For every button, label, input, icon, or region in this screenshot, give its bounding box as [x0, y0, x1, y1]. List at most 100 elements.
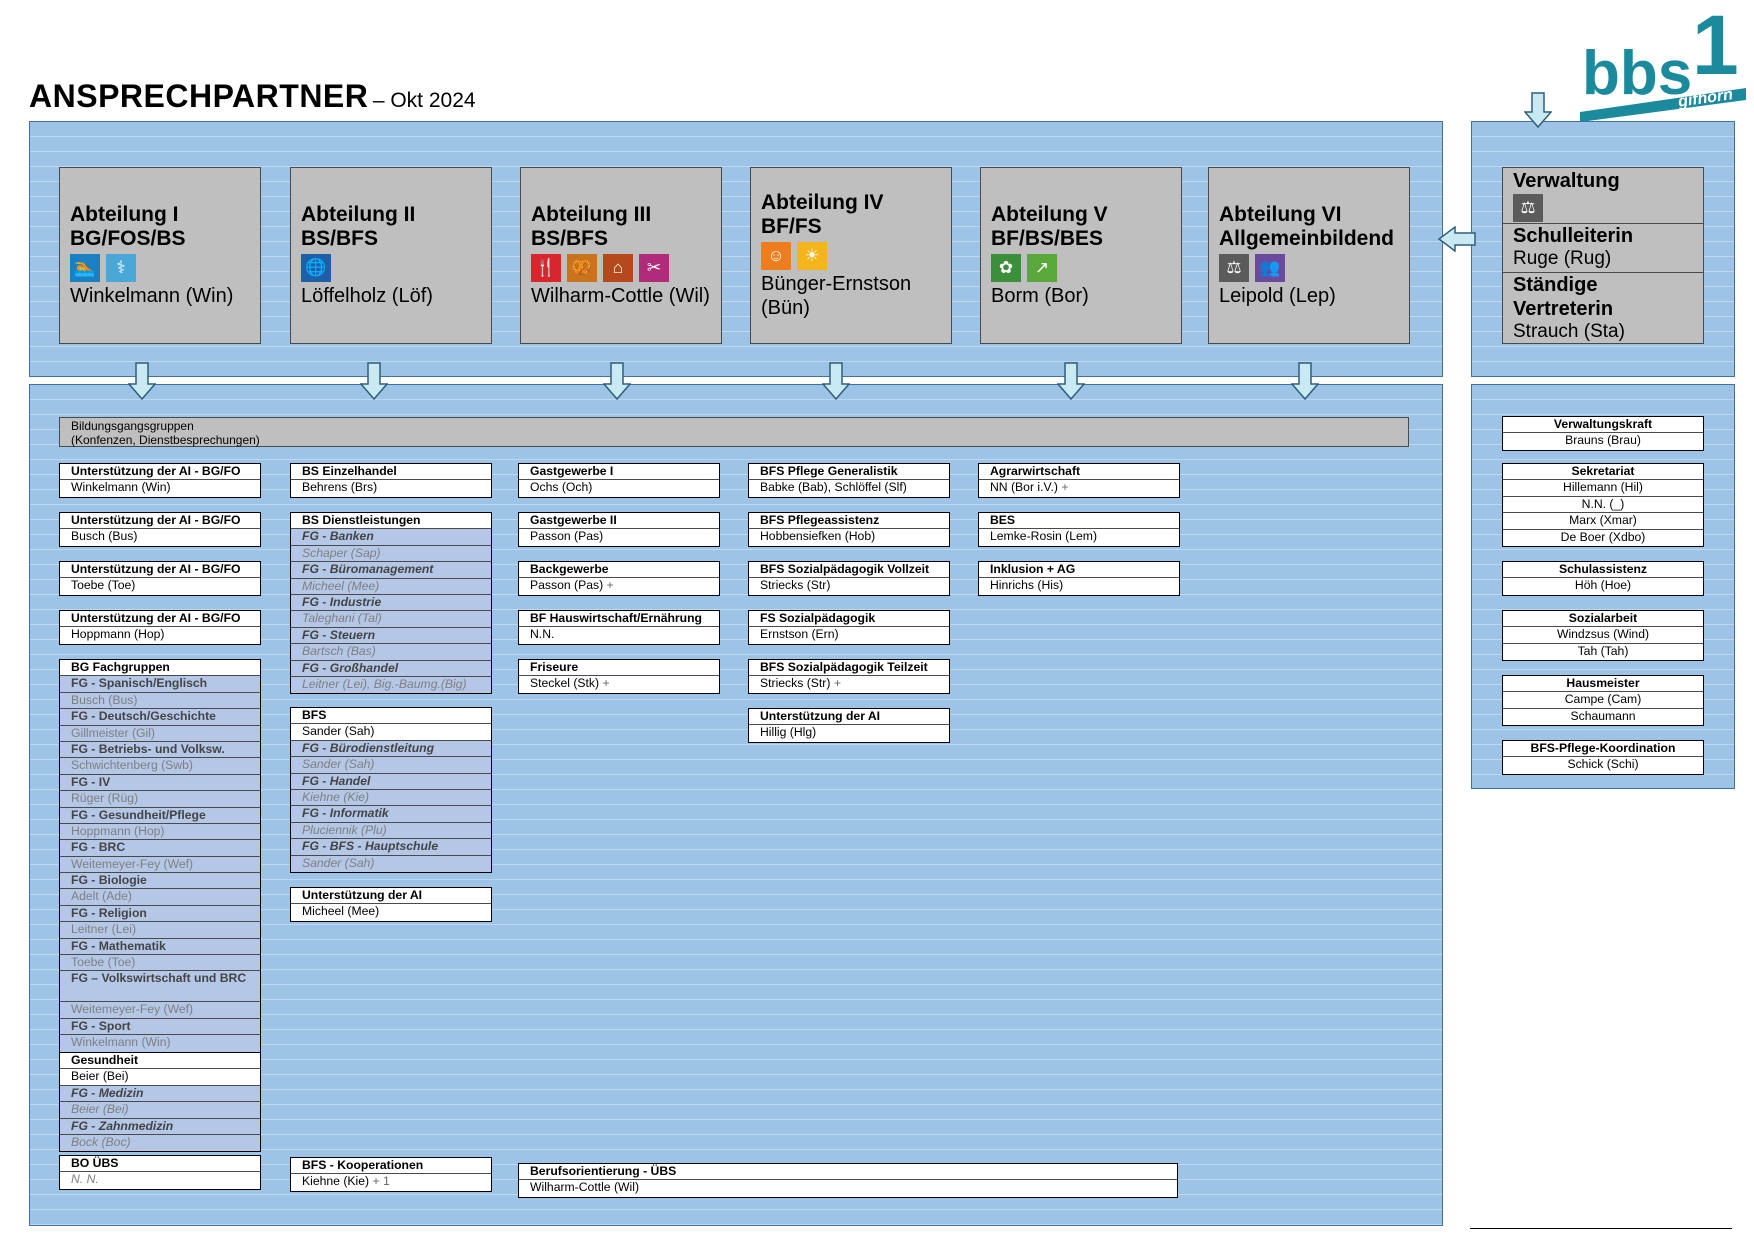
gastgewerbe-2-box[interactable]: Gastgewerbe II Passon (Pas) [518, 512, 720, 547]
logo-text: bbs [1582, 39, 1692, 108]
box-person: Windzsus (Wind) [1503, 627, 1703, 644]
ai-support-box-1[interactable]: Unterstützung der AI - BG/FO Winkelmann … [59, 463, 261, 498]
list-item: Rüger (Rüg) [60, 791, 260, 808]
page-title: ANSPRECHPARTNER – Okt 2024 [29, 78, 476, 115]
list-item: FG - Handel [291, 773, 491, 790]
sozialpaedagogik-teilzeit-box[interactable]: BFS Sozialpädagogik Teilzeit Striecks (S… [748, 659, 950, 694]
box-person: Steckel (Stk) + [519, 676, 719, 693]
schulleiterin-name: Ruge (Rug) [1513, 248, 1612, 269]
box-person: N.N. (_) [1503, 496, 1703, 514]
bgg-sublabel: (Konfenzen, Dienstbesprechungen) [71, 433, 260, 447]
gastgewerbe-1-box[interactable]: Gastgewerbe I Ochs (Och) [518, 463, 720, 498]
box-heading: Backgewerbe [519, 562, 719, 579]
sun-cloud-icon: ☀ [797, 242, 827, 270]
bfs-box[interactable]: BFS Sander (Sah) FG - Bürodienstleitung … [290, 707, 492, 873]
bo-uebs-box[interactable]: BO ÜBS N. N. [59, 1155, 261, 1190]
sozialpaedagogik-vollzeit-box[interactable]: BFS Sozialpädagogik Vollzeit Striecks (S… [748, 561, 950, 596]
box-person: Behrens (Brs) [291, 480, 491, 497]
department-head: Borm (Bor) [991, 285, 1089, 307]
bs-dienstleistungen-box[interactable]: BS Dienstleistungen FG - Banken Schaper … [290, 512, 492, 695]
box-heading: Berufsorientierung - ÜBS [519, 1164, 1177, 1181]
hausmeister-box[interactable]: Hausmeister Campe (Cam) Schaumann [1502, 675, 1704, 727]
fs-sozialpaedagogik-box[interactable]: FS Sozialpädagogik Ernstson (Ern) [748, 610, 950, 645]
department-6[interactable]: Abteilung VI Allgemeinbildend ⚖ 👥 Leipol… [1208, 167, 1410, 344]
plus-note: + [833, 676, 841, 691]
pflegeassistenz-box[interactable]: BFS Pflegeassistenz Hobbensiefken (Hob) [748, 512, 950, 547]
list-item: FG - Bürodienstleitung [291, 740, 491, 758]
vertreterin-label-2: Vertreterin [1513, 298, 1614, 320]
department-2[interactable]: Abteilung II BS/BFS 🌐 Löffelholz (Löf) [290, 167, 492, 344]
list-item: FG – Volkswirtschaft und BRC [60, 971, 260, 1003]
box-person: Striecks (Str) [749, 578, 949, 595]
box-person: Ochs (Och) [519, 480, 719, 497]
person-name: Kiehne (Kie) [302, 1174, 370, 1189]
list-item: FG - Banken [291, 529, 491, 546]
pretzel-icon: 🥨 [567, 254, 597, 282]
verwaltung-title: Verwaltung [1513, 170, 1620, 192]
person-name: Striecks (Str) [760, 676, 831, 691]
box-person: Campe (Cam) [1503, 692, 1703, 709]
list-item: FG - BRC [60, 840, 260, 857]
department-title: Abteilung V [991, 203, 1108, 226]
bes-box[interactable]: BES Lemke-Rosin (Lem) [978, 512, 1180, 547]
department-1[interactable]: Abteilung I BG/FOS/BS 🏊 ⚕ Winkelmann (Wi… [59, 167, 261, 344]
list-item: Taleghani (Tal) [291, 611, 491, 628]
box-person: N. N. [60, 1172, 260, 1189]
swimmer-icon: 🏊 [70, 254, 100, 282]
department-head: Bünger-Ernstson (Bün) [761, 273, 912, 319]
ai-support-box-3[interactable]: Unterstützung der AI - BG/FO Toebe (Toe) [59, 561, 261, 596]
sozialarbeit-box[interactable]: Sozialarbeit Windzsus (Wind) Tah (Tah) [1502, 610, 1704, 662]
list-item: FG - Gesundheit/Pflege [60, 807, 260, 824]
box-heading: BF Hauswirtschaft/Ernährung [519, 611, 719, 628]
person-name: Hobbensiefken (Hob) [760, 529, 876, 544]
person-name: Lemke-Rosin (Lem) [990, 529, 1098, 544]
pflege-koordination-box[interactable]: BFS-Pflege-Koordination Schick (Schi) [1502, 740, 1704, 775]
department-4[interactable]: Abteilung IV BF/FS ☺ ☀ Bünger-Ernstson (… [750, 167, 952, 344]
list-item: FG - Mathematik [60, 938, 260, 956]
box-heading: Sekretariat [1503, 464, 1703, 481]
pflege-generalistik-box[interactable]: BFS Pflege Generalistik Babke (Bab), Sch… [748, 463, 950, 498]
plus-note: + [606, 578, 614, 593]
gesundheit-box[interactable]: Gesundheit Beier (Bei) FG - Medizin Beie… [59, 1052, 261, 1153]
box-person: Beier (Bei) [60, 1069, 260, 1086]
ai-support-box-4[interactable]: Unterstützung der AI - BG/FO Hoppmann (H… [59, 610, 261, 645]
person-name: Striecks (Str) [760, 578, 831, 593]
backgewerbe-box[interactable]: Backgewerbe Passon (Pas) + [518, 561, 720, 596]
person-name: Hinrichs (His) [990, 578, 1064, 593]
verwaltungskraft-box[interactable]: Verwaltungskraft Brauns (Brau) [1502, 416, 1704, 451]
friseure-box[interactable]: Friseure Steckel (Stk) + [518, 659, 720, 694]
box-person: De Boer (Xdbo) [1503, 529, 1703, 546]
list-item: Schwichtenberg (Swb) [60, 758, 260, 775]
box-heading: Agrarwirtschaft [979, 464, 1179, 481]
box-person: Passon (Pas) [519, 529, 719, 546]
schulassistenz-box[interactable]: Schulassistenz Höh (Hoe) [1502, 561, 1704, 596]
box-person: Hoppmann (Hop) [60, 627, 260, 644]
education-panel [29, 384, 1443, 1226]
department-3[interactable]: Abteilung III BS/BFS 🍴 🥨 ⌂ ✂ Wilharm-Cot… [520, 167, 722, 344]
box-person: Hillemann (Hil) [1503, 480, 1703, 497]
ai-support-box-2[interactable]: Unterstützung der AI - BG/FO Busch (Bus) [59, 512, 261, 547]
list-item: FG - Deutsch/Geschichte [60, 709, 260, 726]
hauswirtschaft-box[interactable]: BF Hauswirtschaft/Ernährung N.N. [518, 610, 720, 645]
bg-fachgruppen-box[interactable]: BG Fachgruppen FG - Spanisch/Englisch Bu… [59, 659, 261, 1053]
logo-number: 1 [1692, 4, 1739, 92]
person-name: Ernstson (Ern) [760, 627, 839, 642]
box-person: Kiehne (Kie) + 1 [291, 1174, 491, 1191]
department-5[interactable]: Abteilung V BF/BS/BES ✿ ↗ Borm (Bor) [980, 167, 1182, 344]
verwaltung-box[interactable]: Verwaltung ⚖ Schulleiterin Ruge (Rug) St… [1502, 167, 1704, 344]
box-heading: Sozialarbeit [1503, 611, 1703, 628]
department-head: Löffelholz (Löf) [301, 285, 433, 307]
box-heading: Schulassistenz [1503, 562, 1703, 579]
berufsorientierung-box[interactable]: Berufsorientierung - ÜBS Wilharm-Cottle … [518, 1163, 1178, 1198]
inklusion-box[interactable]: Inklusion + AG Hinrichs (His) [978, 561, 1180, 596]
vertreterin-label: Ständige [1513, 274, 1598, 296]
bs-einzelhandel-box[interactable]: BS Einzelhandel Behrens (Brs) [290, 463, 492, 498]
sekretariat-box[interactable]: Sekretariat Hillemann (Hil) N.N. (_) Mar… [1502, 463, 1704, 547]
agrarwirtschaft-box[interactable]: Agrarwirtschaft NN (Bor i.V.) + [978, 463, 1180, 498]
ai-support-box[interactable]: Unterstützung der AI Hillig (Hlg) [748, 708, 950, 743]
bfs-kooperationen-box[interactable]: BFS - Kooperationen Kiehne (Kie) + 1 [290, 1157, 492, 1192]
box-person: Lemke-Rosin (Lem) [979, 529, 1179, 546]
box-heading: BFS Pflege Generalistik [749, 464, 949, 481]
list-item: Leitner (Lei), Big.-Baumg.(Big) [291, 676, 491, 694]
ai-support-box[interactable]: Unterstützung der AI Micheel (Mee) [290, 887, 492, 922]
